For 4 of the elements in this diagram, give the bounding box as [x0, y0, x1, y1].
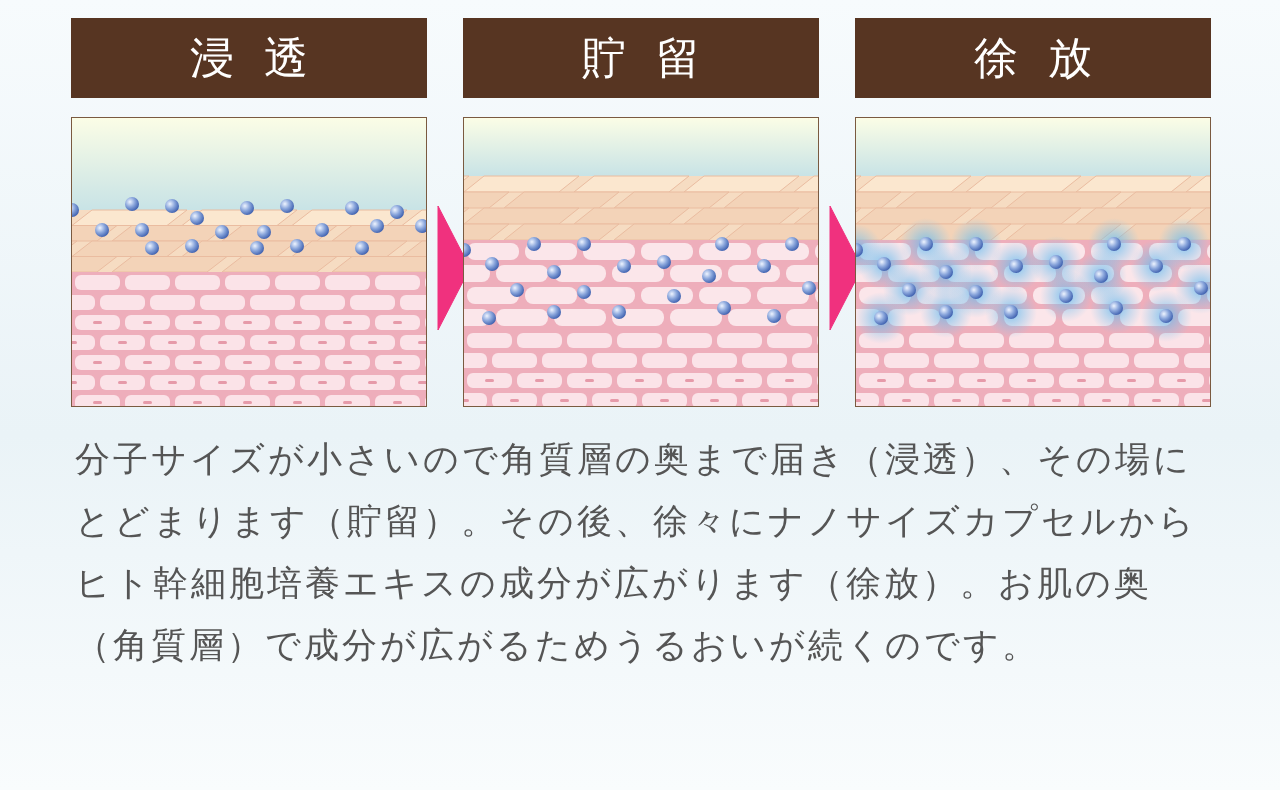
heading-bar: 浸透	[71, 18, 427, 98]
heading-bar: 貯留	[463, 18, 819, 98]
description-text: 分子サイズが小さいので角質層の奥まで届き（浸透）、その場にとどまります（貯留）。その後、徐々にナノサイズカプセルからヒト幹細胞培養エキスの成分が広がります（徐放）。お肌の奥（角質層）で成分が広がるためうるおいが続くのです。	[75, 438, 1198, 667]
heading-bar: 徐放	[855, 18, 1211, 98]
